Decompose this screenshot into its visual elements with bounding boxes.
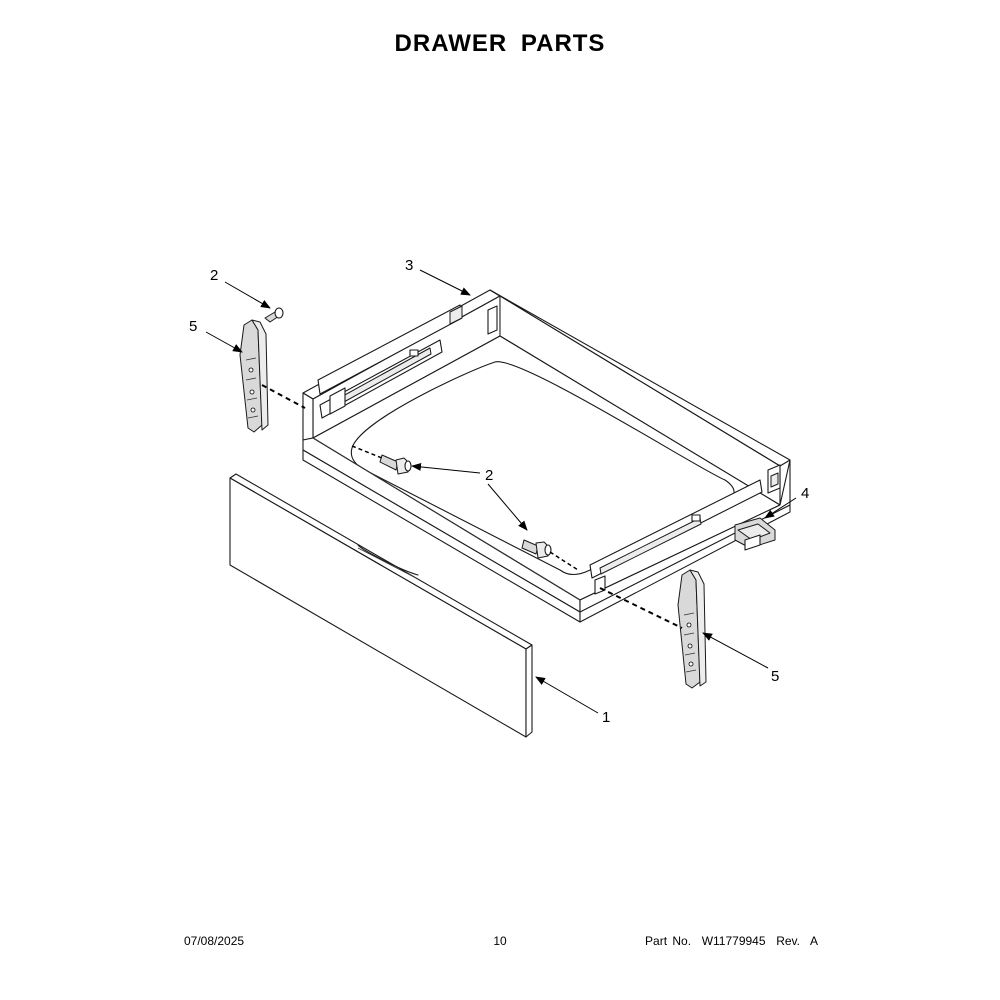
leader-3	[419, 269, 471, 296]
screw-top-left	[264, 307, 284, 323]
footer-page-number: 10	[493, 934, 507, 948]
leader-2-mid-b	[487, 483, 528, 531]
callout-4: 4	[801, 485, 809, 502]
alignment-line-stud-lower	[549, 551, 579, 571]
callout-3: 3	[405, 257, 413, 274]
stud-screw-upper	[379, 454, 412, 475]
drawer-front-panel	[229, 473, 533, 738]
alignment-line-left	[261, 384, 306, 409]
leader-2-top	[224, 281, 271, 309]
callout-2-top: 2	[210, 267, 218, 284]
slide-bracket-left	[239, 319, 269, 433]
leader-1	[535, 676, 599, 714]
footer-date: 07/08/2025	[184, 934, 245, 948]
stud-screw-lower	[521, 539, 552, 559]
alignment-line-stud-upper	[351, 445, 383, 459]
page-title: DRAWER PARTS	[394, 30, 606, 57]
footer-part-number: Part No. W11779945 Rev. A	[645, 934, 818, 948]
drawer-clip	[734, 517, 776, 551]
alignment-line-right	[599, 587, 683, 629]
drawer-body	[302, 289, 791, 623]
callout-1: 1	[602, 709, 610, 726]
callout-5-right: 5	[771, 668, 779, 685]
callout-5-left: 5	[189, 318, 197, 335]
leader-5-right	[702, 632, 769, 669]
callout-2-mid: 2	[485, 467, 493, 484]
leader-5-left	[205, 331, 243, 353]
leader-4	[764, 497, 797, 519]
slide-bracket-right	[677, 569, 707, 689]
leader-2-mid-a	[411, 462, 481, 474]
